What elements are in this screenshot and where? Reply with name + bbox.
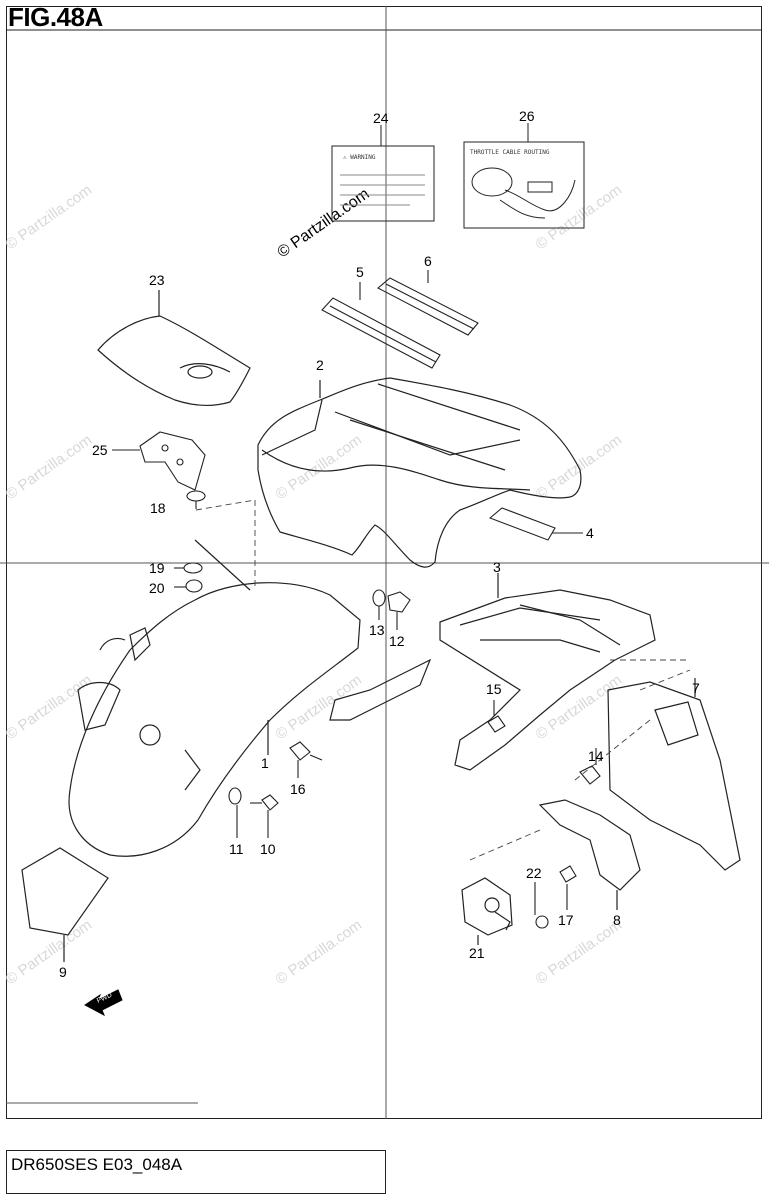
callout-9: 9 — [59, 964, 67, 980]
part-3-carrier-frame — [329, 573, 656, 771]
part-15-clip — [487, 700, 506, 733]
dashed-leader-lines — [195, 499, 691, 861]
part-18-rivet — [186, 490, 206, 509]
part-20-grommet — [174, 579, 203, 593]
callout-6: 6 — [424, 253, 432, 269]
routing-label-text: THROTTLE CABLE ROUTING — [470, 149, 550, 156]
callout-18: 18 — [150, 500, 166, 516]
callout-3: 3 — [493, 559, 501, 575]
watermark-main: © Partzilla.com — [275, 186, 373, 262]
part-2-rear-fender-cover — [257, 377, 582, 568]
warning-label-text: ⚠ WARNING — [343, 154, 376, 161]
watermark: © Partzilla.com — [3, 181, 96, 253]
watermark: © Partzilla.com — [533, 916, 626, 988]
watermark: © Partzilla.com — [3, 916, 96, 988]
callout-4: 4 — [586, 525, 594, 541]
figure-title: FIG.48A — [8, 2, 103, 32]
part-4-strip — [488, 507, 583, 541]
callout-20: 20 — [149, 580, 165, 596]
part-19-clip — [174, 562, 203, 574]
figure-code: DR650SES E03_048A — [11, 1155, 183, 1174]
callouts: 1 2 3 4 5 6 7 8 9 10 11 12 13 14 15 16 1… — [59, 108, 700, 980]
part-5-strip — [321, 282, 441, 369]
callout-25: 25 — [92, 442, 108, 458]
part-26-routing-label: THROTTLE CABLE ROUTING — [463, 123, 585, 229]
callout-2: 2 — [316, 357, 324, 373]
part-9-plate — [21, 847, 109, 962]
callout-17: 17 — [558, 912, 574, 928]
watermark: © Partzilla.com — [3, 431, 96, 503]
part-1-rear-fender — [68, 539, 361, 857]
part-17-bolt — [559, 865, 577, 910]
callout-15: 15 — [486, 681, 502, 697]
part-23-tool-bag — [97, 290, 251, 406]
part-11-washer — [228, 787, 242, 838]
watermark: © Partzilla.com — [533, 671, 626, 743]
callout-8: 8 — [613, 912, 621, 928]
callout-19: 19 — [149, 560, 165, 576]
callout-7: 7 — [692, 680, 700, 696]
part-7-side-cover — [607, 678, 741, 871]
callout-21: 21 — [469, 945, 485, 961]
watermark: © Partzilla.com — [273, 671, 366, 743]
part-12-nut — [387, 591, 411, 630]
callout-14: 14 — [588, 748, 604, 764]
part-13-washer — [372, 589, 386, 620]
part-22-screw — [534, 882, 549, 929]
callout-16: 16 — [290, 781, 306, 797]
callout-23: 23 — [149, 272, 165, 288]
callout-26: 26 — [519, 108, 535, 124]
part-14-bolt — [579, 748, 601, 785]
part-24-warning-label: ⚠ WARNING — [331, 125, 435, 222]
callout-5: 5 — [356, 264, 364, 280]
part-6-strip — [377, 270, 479, 336]
callout-13: 13 — [369, 622, 385, 638]
part-21-lock — [461, 877, 513, 945]
callout-10: 10 — [260, 841, 276, 857]
callout-22: 22 — [526, 865, 542, 881]
callout-1: 1 — [261, 755, 269, 771]
fwd-arrow-icon: FWD — [84, 989, 123, 1017]
callout-11: 11 — [229, 841, 244, 857]
callout-12: 12 — [389, 633, 405, 649]
part-8-bracket — [538, 799, 641, 910]
callout-24: 24 — [373, 110, 389, 126]
part-25-bracket — [112, 431, 206, 491]
figure-code-box: DR650SES E03_048A — [6, 1150, 386, 1194]
watermark: © Partzilla.com — [273, 916, 366, 988]
part-10-bolt — [250, 794, 279, 838]
part-16-bolt — [289, 741, 323, 778]
